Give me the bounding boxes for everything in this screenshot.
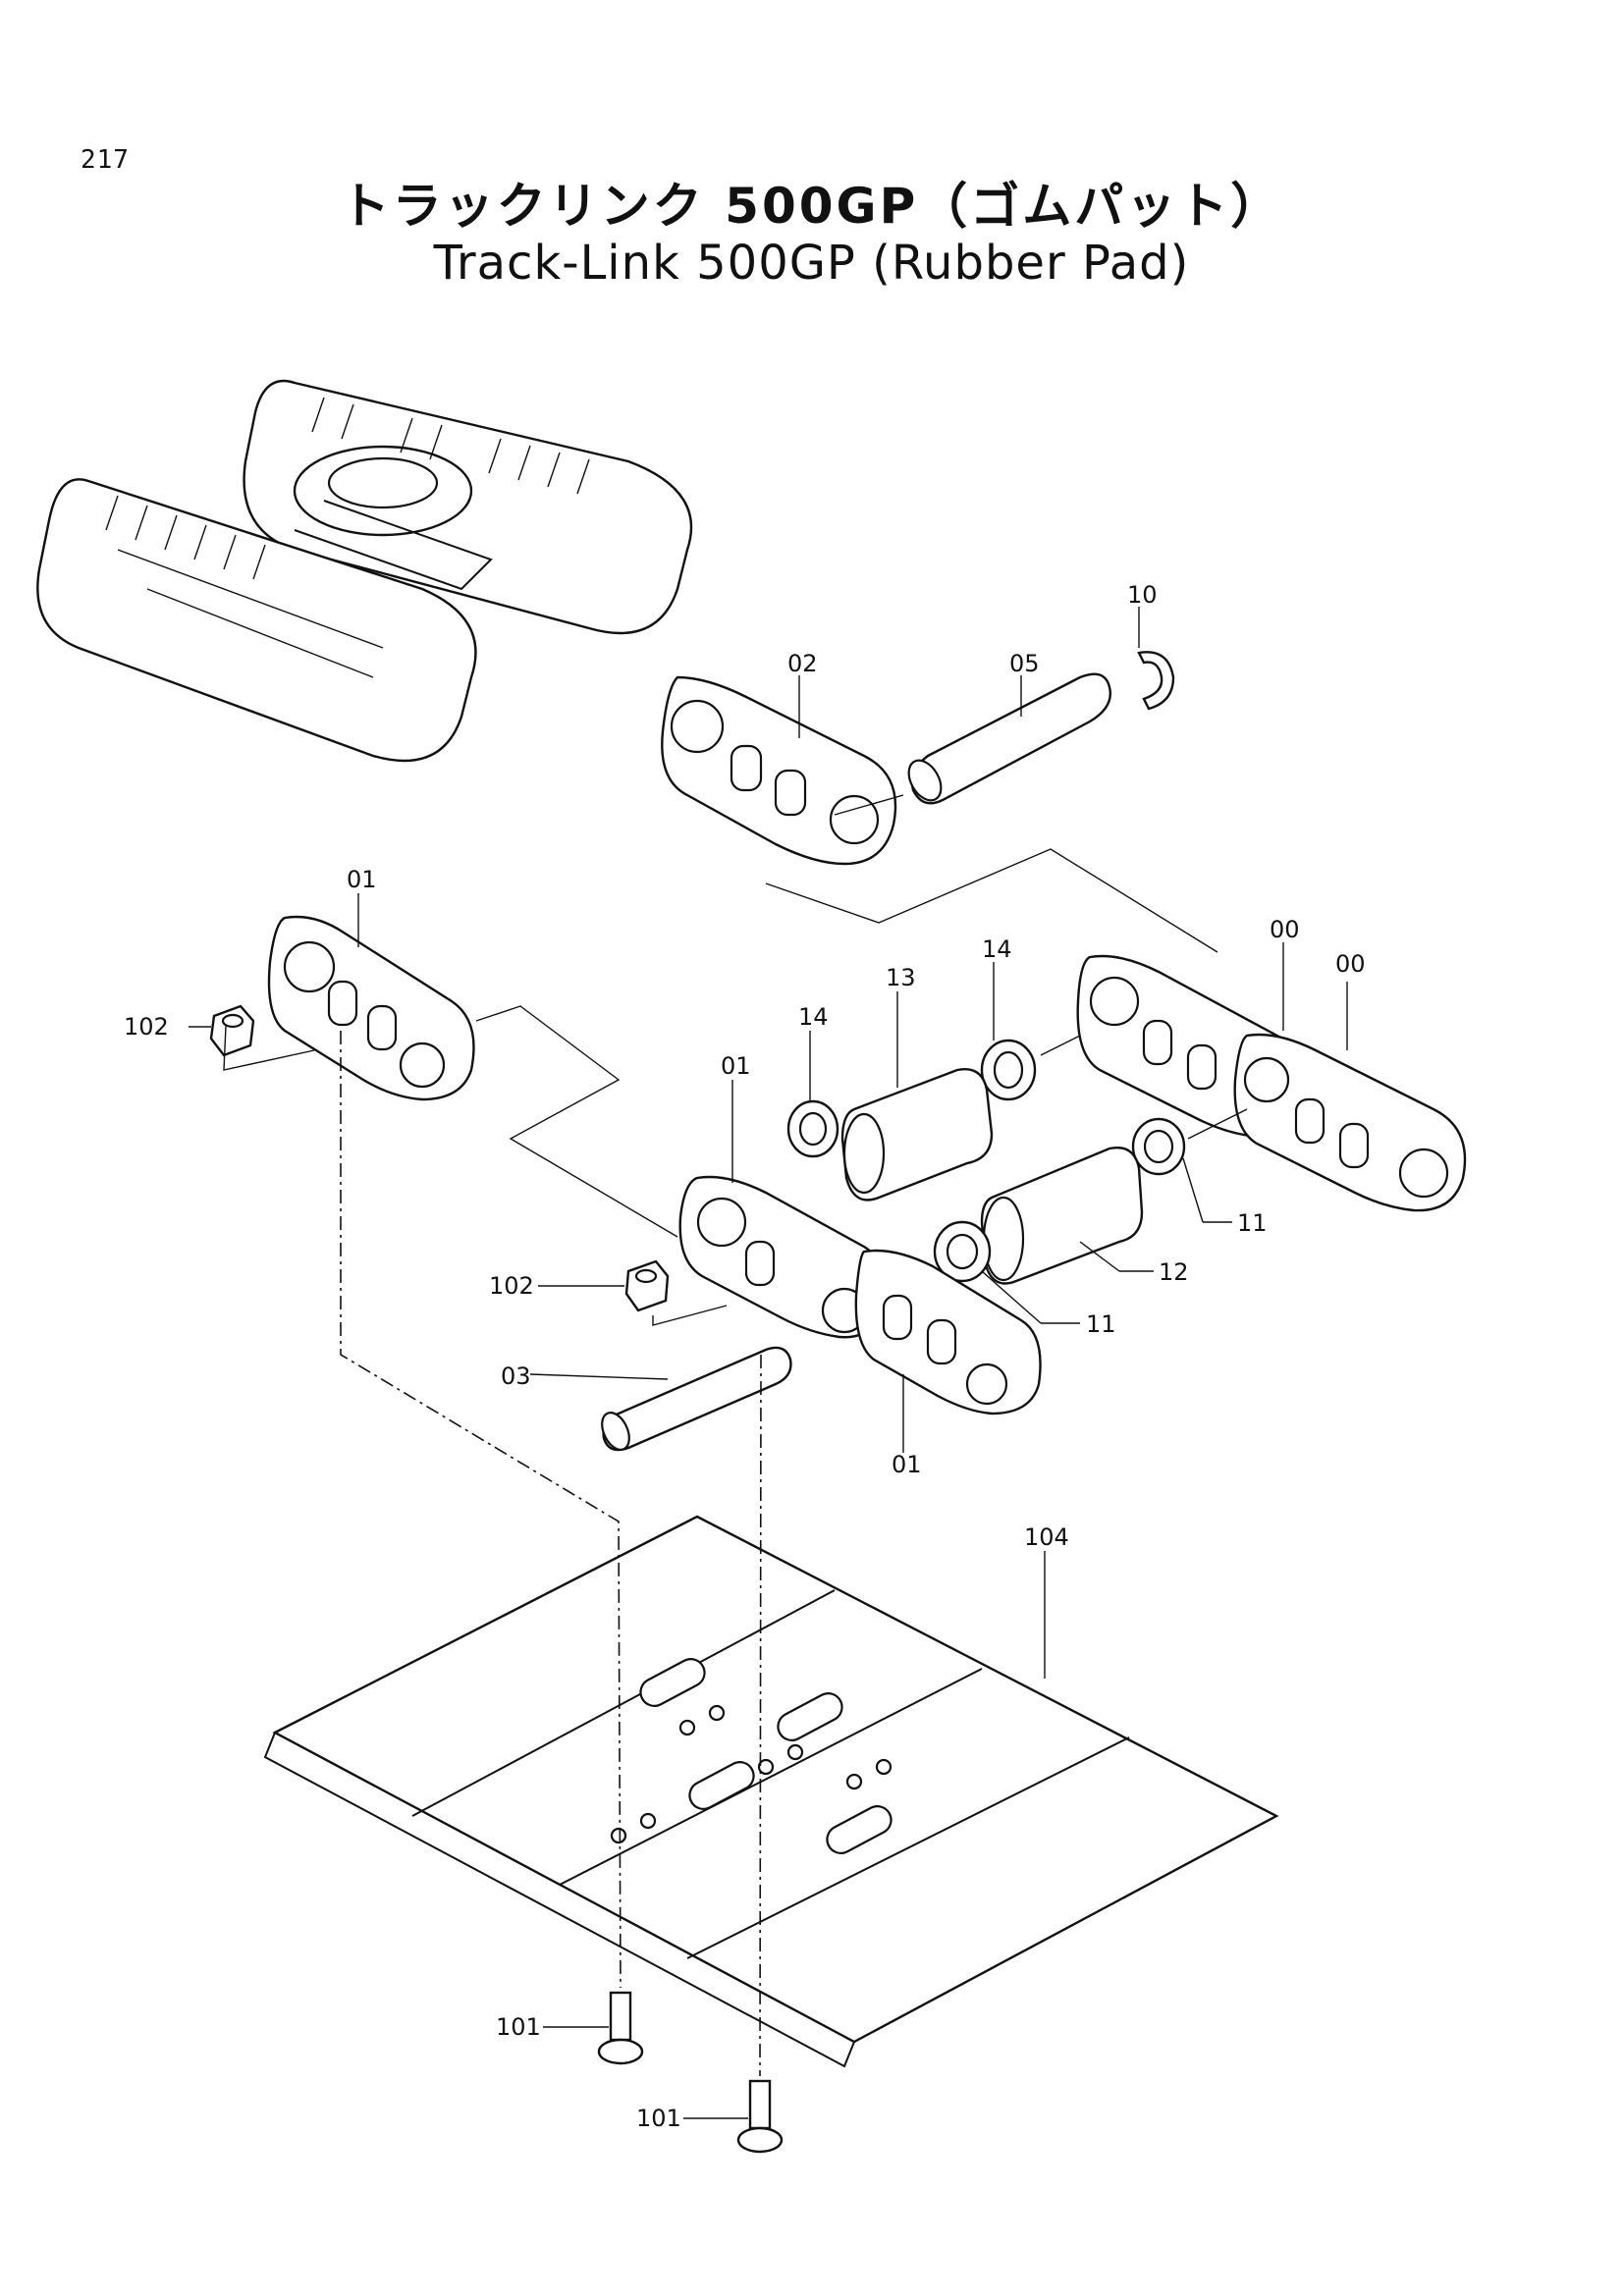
label-102-upper: 102	[124, 1013, 169, 1041]
seal-11-right	[1131, 1117, 1186, 1176]
track-pin-03	[601, 1346, 792, 1452]
label-01-top: 01	[347, 866, 377, 893]
assembly-centerlines	[223, 794, 1248, 2077]
label-00-back: 00	[1270, 916, 1300, 943]
bushing-13	[840, 1068, 994, 1201]
nut-102-upper	[209, 1004, 255, 1057]
title-english: Track-Link 500GP (Rubber Pad)	[433, 236, 1190, 291]
track-link-01-left	[267, 915, 475, 1101]
label-11-left: 11	[1086, 1310, 1116, 1338]
undercarriage-illustration	[36, 379, 693, 763]
page-number: 217	[81, 145, 130, 175]
title-japanese: トラックリンク 500GP（ゴムパット）	[340, 178, 1283, 235]
circlip-10	[1137, 651, 1175, 711]
label-10: 10	[1127, 581, 1158, 609]
track-link-02	[661, 675, 897, 866]
label-01-center: 01	[721, 1052, 751, 1080]
part-labels: 10 02 05 01 00 00 14 13 102 14 01 11 12 …	[124, 581, 1366, 2132]
label-01-bottom: 01	[892, 1451, 922, 1478]
nut-102-lower	[624, 1259, 670, 1312]
seal-14-right	[980, 1039, 1037, 1101]
track-pin-05	[907, 672, 1111, 805]
track-link-00-front	[1233, 1033, 1467, 1212]
rubber-pad-104	[263, 1515, 1279, 2068]
label-14-right: 14	[982, 935, 1012, 963]
label-102-lower: 102	[489, 1272, 534, 1300]
bolt-101-left	[597, 1991, 644, 2065]
label-13: 13	[886, 964, 916, 991]
connection-outline-upper	[765, 848, 1218, 953]
track-link-01-center	[678, 1175, 886, 1339]
leader-lines	[189, 607, 1348, 2119]
bolt-101-right	[736, 2079, 784, 2154]
label-101-left: 101	[496, 2013, 541, 2041]
label-11-right: 11	[1237, 1209, 1268, 1237]
label-00-front: 00	[1335, 950, 1366, 978]
label-02: 02	[787, 650, 818, 677]
bushing-12	[980, 1147, 1144, 1285]
label-14-left: 14	[798, 1003, 829, 1031]
seal-14-left	[786, 1099, 839, 1158]
track-link-01-center-lower	[854, 1249, 1042, 1415]
label-03: 03	[501, 1362, 531, 1390]
label-101-right: 101	[636, 2105, 681, 2132]
label-05: 05	[1009, 650, 1040, 677]
label-104: 104	[1024, 1523, 1069, 1551]
connection-outline-middle	[475, 1005, 678, 1238]
label-12: 12	[1159, 1258, 1189, 1286]
seal-11-left	[933, 1220, 992, 1283]
